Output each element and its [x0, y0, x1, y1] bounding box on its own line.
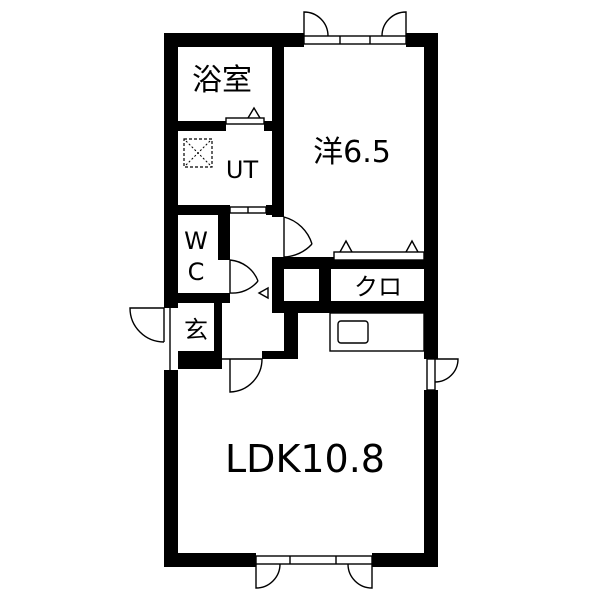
western-room-label: 洋6.5 [313, 135, 391, 170]
ut-label: UT [226, 156, 259, 184]
ut-door [229, 206, 267, 214]
bath-label: 浴室 [192, 63, 252, 98]
washing-machine-space [183, 138, 213, 168]
hall-arrow [257, 286, 269, 300]
ldk-label: LDK10.8 [225, 437, 385, 481]
wc-door [229, 259, 259, 294]
bath-door [225, 106, 265, 125]
closet-doors [333, 239, 425, 261]
interior-walls [178, 47, 424, 369]
right-window [426, 358, 459, 391]
kitchen-counter [329, 312, 425, 352]
western-door [283, 216, 313, 258]
ldk-door [222, 358, 263, 393]
top-window [303, 11, 407, 45]
entrance-door [129, 307, 171, 370]
closet-label: クロ [354, 273, 402, 301]
outer-walls [164, 33, 438, 567]
wc-label-w: W [184, 227, 208, 255]
wc-label-c: C [188, 258, 205, 286]
bottom-window-door [255, 555, 373, 589]
genkan-label: 玄 [184, 316, 208, 344]
